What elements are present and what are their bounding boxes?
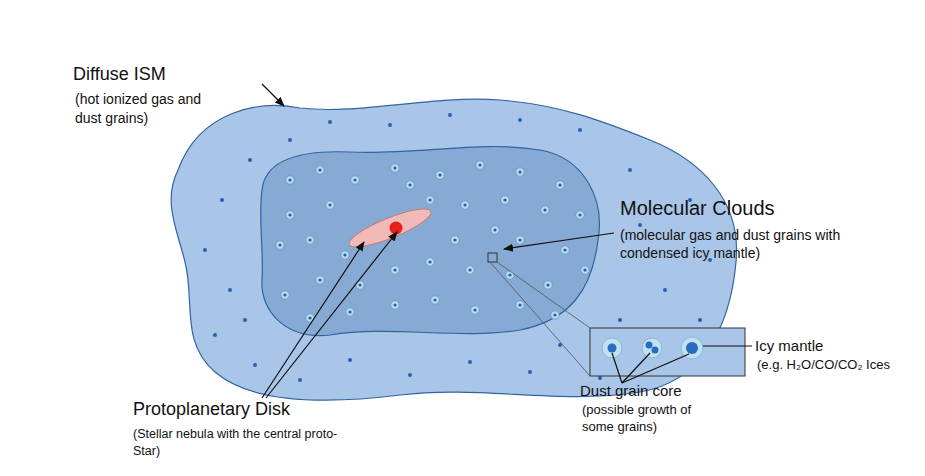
molecular-cloud: [261, 147, 600, 336]
inset-grains: [602, 337, 703, 359]
protoplanetary-disk: [345, 202, 434, 254]
part-note: (e.g. H₂O/CO/CO₂ Ices: [757, 357, 925, 373]
part-note: (possible growth of some grains): [582, 401, 710, 435]
zoom-line: [490, 262, 590, 376]
inset-box: [590, 328, 745, 376]
region-title: Diffuse ISM: [73, 63, 273, 85]
region-note: (molecular gas and dust grains with cond…: [620, 226, 860, 262]
region-note: (Stellar nebula with the central proto-S…: [133, 426, 338, 460]
part-label: Icy mantle: [755, 337, 915, 355]
region-note: (hot ionized gas and dust grains): [75, 90, 210, 128]
region-title: Molecular Clouds: [620, 196, 920, 220]
zoom-square: [488, 253, 497, 262]
zoom-line: [497, 262, 590, 328]
region-title: Protoplanetary Disk: [133, 398, 373, 420]
icy-grains: [276, 161, 589, 322]
part-label: Dust grain core: [580, 382, 760, 400]
